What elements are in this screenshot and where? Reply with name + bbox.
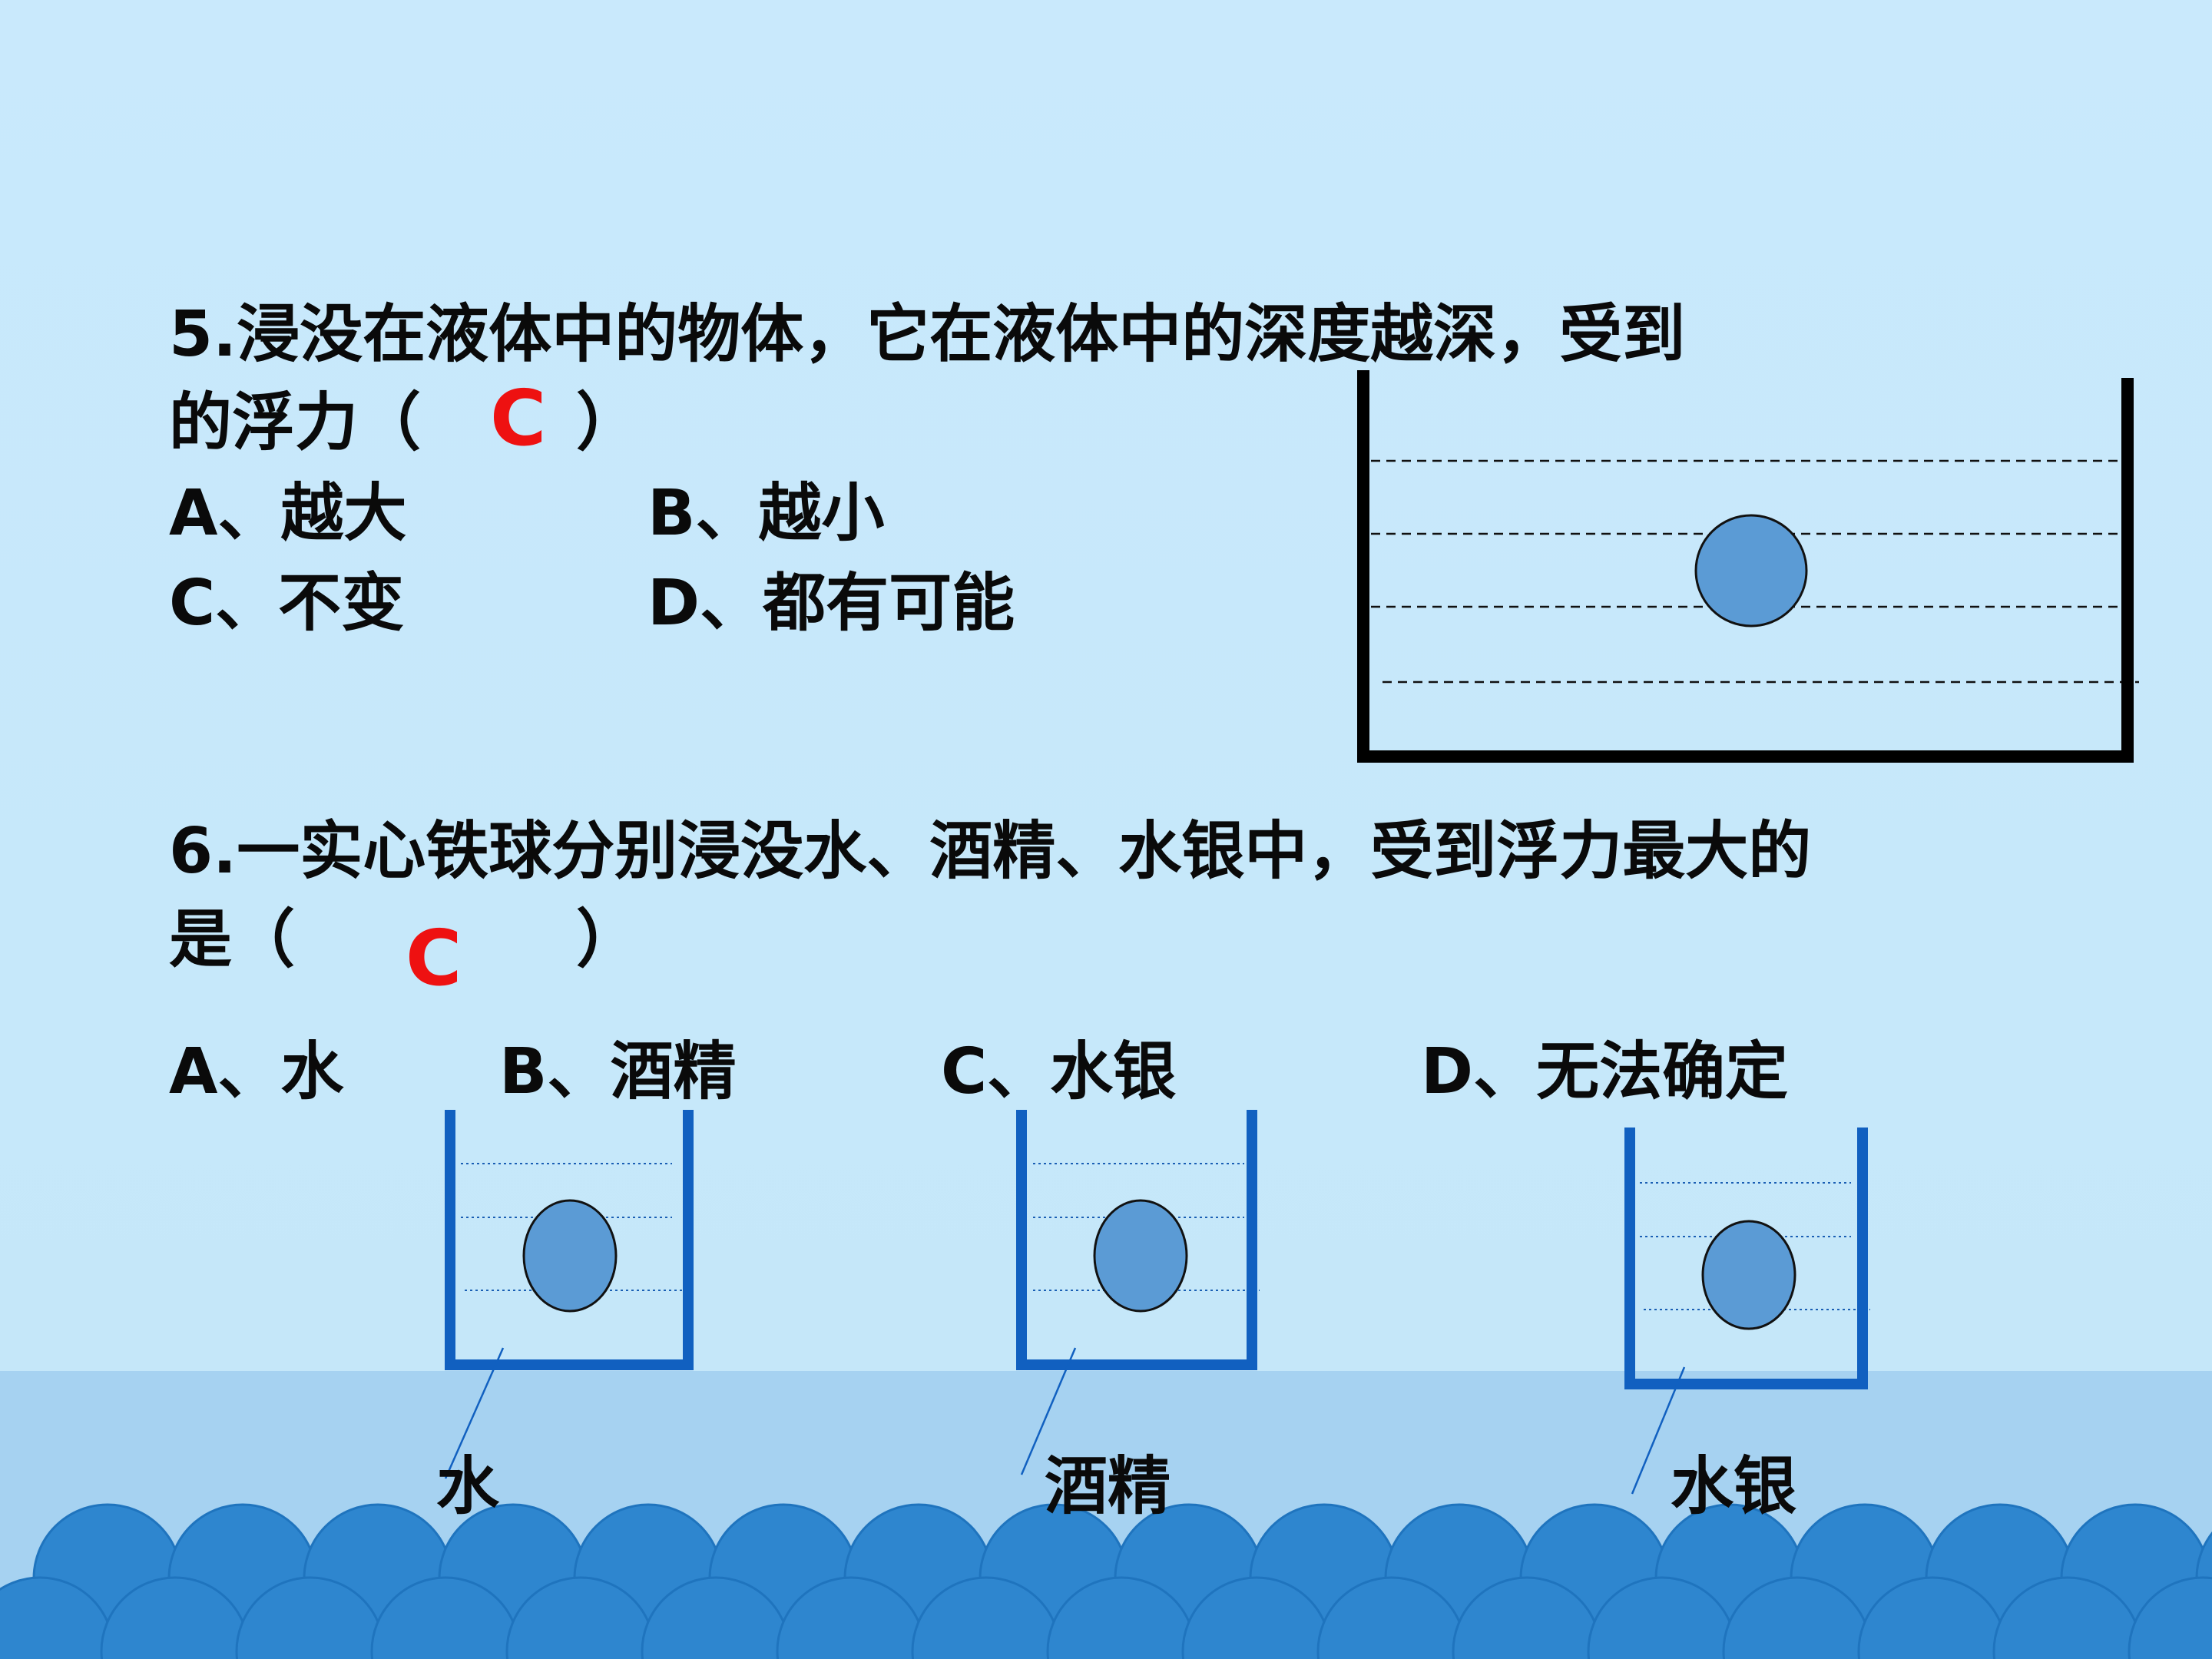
q5-option-a: A、越大 bbox=[169, 477, 407, 550]
label-alcohol: 酒精 bbox=[1045, 1450, 1171, 1523]
wave-scallop bbox=[2128, 1576, 2212, 1659]
q6-option-c: C、水银 bbox=[941, 1035, 1177, 1108]
q5-option-d: D、都有可能 bbox=[647, 567, 1015, 640]
waves-row-front bbox=[0, 1576, 2212, 1659]
q6-question-line1: 6.一实心铁球分别浸没水、酒精、水银中，受到浮力最大的 bbox=[169, 815, 1812, 888]
q6-option-d: D、无法确定 bbox=[1421, 1035, 1789, 1108]
q6-question-line2-suffix: ） bbox=[576, 903, 640, 976]
q5-option-c: C、不变 bbox=[169, 567, 405, 640]
label-mercury: 水银 bbox=[1671, 1450, 1797, 1523]
q5-option-b: B、越小 bbox=[647, 477, 885, 550]
q6-answer: C bbox=[406, 913, 462, 1003]
q5-question-line1: 5.浸没在液体中的物体，它在液体中的深度越深，受到 bbox=[169, 298, 1686, 371]
label-water: 水 bbox=[436, 1450, 500, 1523]
q5-question-line2-suffix: ） bbox=[576, 386, 640, 459]
q6-question-line2-prefix: 是（ bbox=[169, 903, 296, 976]
q5-question-line2-prefix: 的浮力（ bbox=[169, 386, 422, 459]
q6-option-b: B、酒精 bbox=[499, 1035, 737, 1108]
q6-option-a: A、水 bbox=[169, 1035, 344, 1108]
q5-answer: C bbox=[490, 373, 547, 463]
